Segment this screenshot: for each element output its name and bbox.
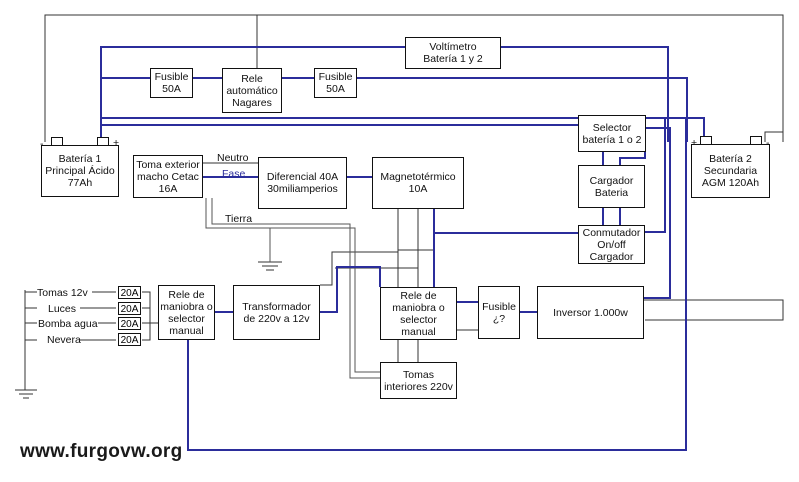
bottom-loop	[187, 118, 687, 451]
fusible-right-block: Fusible 50A	[314, 68, 357, 98]
bat1-terminal-minus	[51, 137, 63, 146]
neutro-label: Neutro	[217, 152, 249, 164]
cargador-block: Cargador Bateria	[578, 165, 645, 208]
load-label-bomba: Bomba agua	[38, 318, 98, 330]
rele-izq-block: Rele de maniobra o selector manual	[158, 285, 215, 340]
bateria2-block: Batería 2 Secundaria AGM 120Ah	[691, 144, 770, 198]
bat1-minus-label: -	[40, 138, 44, 150]
inversor-block: Inversor 1.000w	[537, 286, 644, 339]
fusible-left-block: Fusible 50A	[150, 68, 193, 98]
tomas-interiores-block: Tomas interiores 220v	[380, 362, 457, 399]
blue-wires	[100, 46, 705, 451]
ac-right-wire	[644, 299, 784, 321]
fuse-bus	[142, 291, 151, 341]
bat1-terminal-plus	[97, 137, 109, 146]
fusible-q-block: Fusible ¿?	[478, 286, 520, 339]
top-frame-wire	[44, 14, 784, 142]
load-label-tomas: Tomas 12v	[37, 287, 88, 299]
selector-block: Selector batería 1 o 2	[578, 115, 646, 152]
transf-out	[320, 266, 381, 313]
bateria1-block: Batería 1 Principal Ácido 77Ah	[41, 145, 119, 197]
mag-to-conmutador	[433, 208, 578, 234]
bat2-terminal-plus	[700, 136, 712, 145]
magnetotermico-block: Magnetotérmico 10A	[372, 157, 464, 209]
bat2-terminal-minus	[750, 136, 762, 145]
conmutador-block: Conmutador On/off Cargador	[578, 225, 645, 264]
inverter-feed	[644, 127, 671, 299]
toma-exterior-block: Toma exterior macho Cetac 16A	[133, 155, 203, 198]
transformador-block: Transformador de 220v a 12v	[233, 285, 320, 340]
tierra-label: Tierra	[225, 213, 253, 225]
watermark: www.furgovw.org	[20, 441, 183, 462]
voltimetro-block: Voltímetro Batería 1 y 2	[405, 37, 501, 69]
load-fuse-1: 20A	[118, 286, 141, 299]
rele-automatico-block: Rele automático Nagares	[222, 68, 282, 113]
load-fuse-3: 20A	[118, 317, 141, 330]
bat2-minus-label: -	[766, 137, 770, 149]
bat2-plus-label: +	[691, 137, 698, 149]
earth-wires	[205, 198, 380, 379]
load-label-nevera: Nevera	[47, 334, 81, 346]
load-fuse-4: 20A	[118, 333, 141, 346]
rele-centro-block: Rele de maniobra o selector manual	[380, 287, 457, 340]
bat1-plus-label: +	[113, 137, 120, 149]
fase-label: Fase	[222, 168, 246, 180]
transf-in-a	[320, 251, 398, 286]
load-label-luces: Luces	[48, 303, 77, 315]
diferencial-block: Diferencial 40A 30miliamperios	[258, 157, 347, 209]
load-fuse-2: 20A	[118, 302, 141, 315]
ground-right-wire	[764, 131, 783, 142]
conmutador-out	[645, 118, 666, 233]
